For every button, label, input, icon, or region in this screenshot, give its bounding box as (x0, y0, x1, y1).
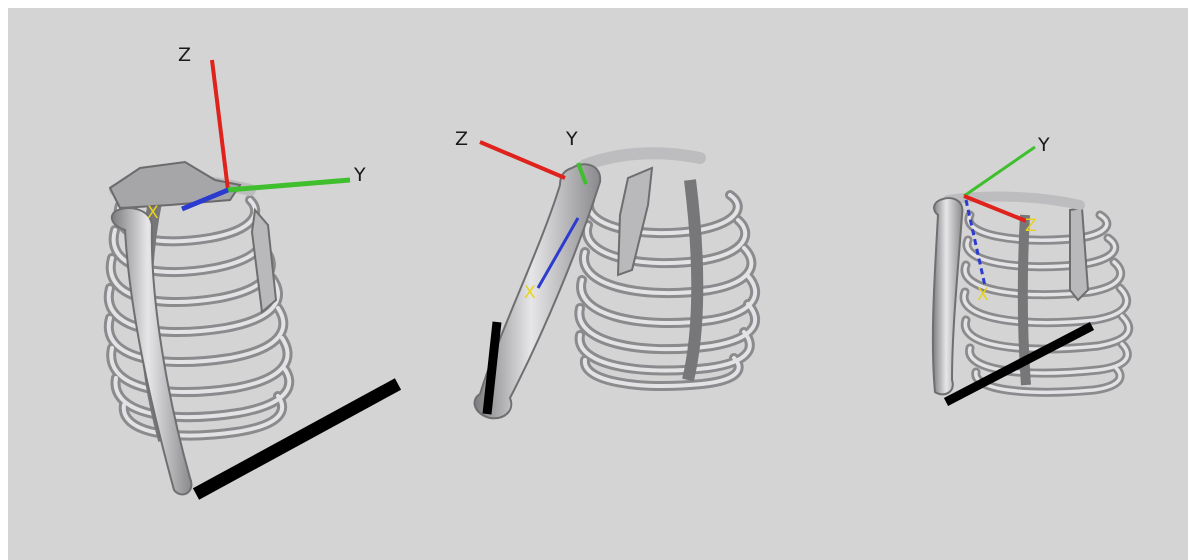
marker-view-2: X (524, 283, 536, 303)
y-axis-label-view-1: Y (353, 164, 366, 186)
humerus-3 (933, 198, 963, 394)
y-axis-label-view-3: Y (1037, 134, 1050, 156)
marker-view-1: X (147, 203, 159, 223)
shoulder-girdle-1 (110, 162, 240, 208)
y-axis-label-view-2: Y (565, 128, 578, 150)
spine-2 (688, 180, 697, 380)
skeleton-view-2 (475, 153, 756, 418)
rod-view-1 (196, 384, 398, 494)
clavicle-2 (585, 153, 700, 165)
z-axis-view-1 (212, 60, 228, 190)
scene-canvas: Z Y X (8, 8, 1188, 560)
marker-view-3: X (977, 285, 989, 305)
z-axis-label-view-2: Z (455, 128, 468, 150)
y-axis-view-3 (964, 147, 1035, 196)
z-axis-view-2 (480, 142, 565, 178)
z-axis-label-view-1: Z (178, 44, 191, 66)
rib-cage-3 (964, 215, 1129, 392)
3d-viewport: Z Y X (8, 8, 1188, 560)
sternum-1 (252, 210, 276, 312)
rib-cage-2 (579, 195, 755, 386)
sternum-3 (1070, 208, 1088, 300)
skeleton-view-1 (109, 162, 290, 494)
z-axis-label-view-3: Z (1025, 216, 1037, 236)
